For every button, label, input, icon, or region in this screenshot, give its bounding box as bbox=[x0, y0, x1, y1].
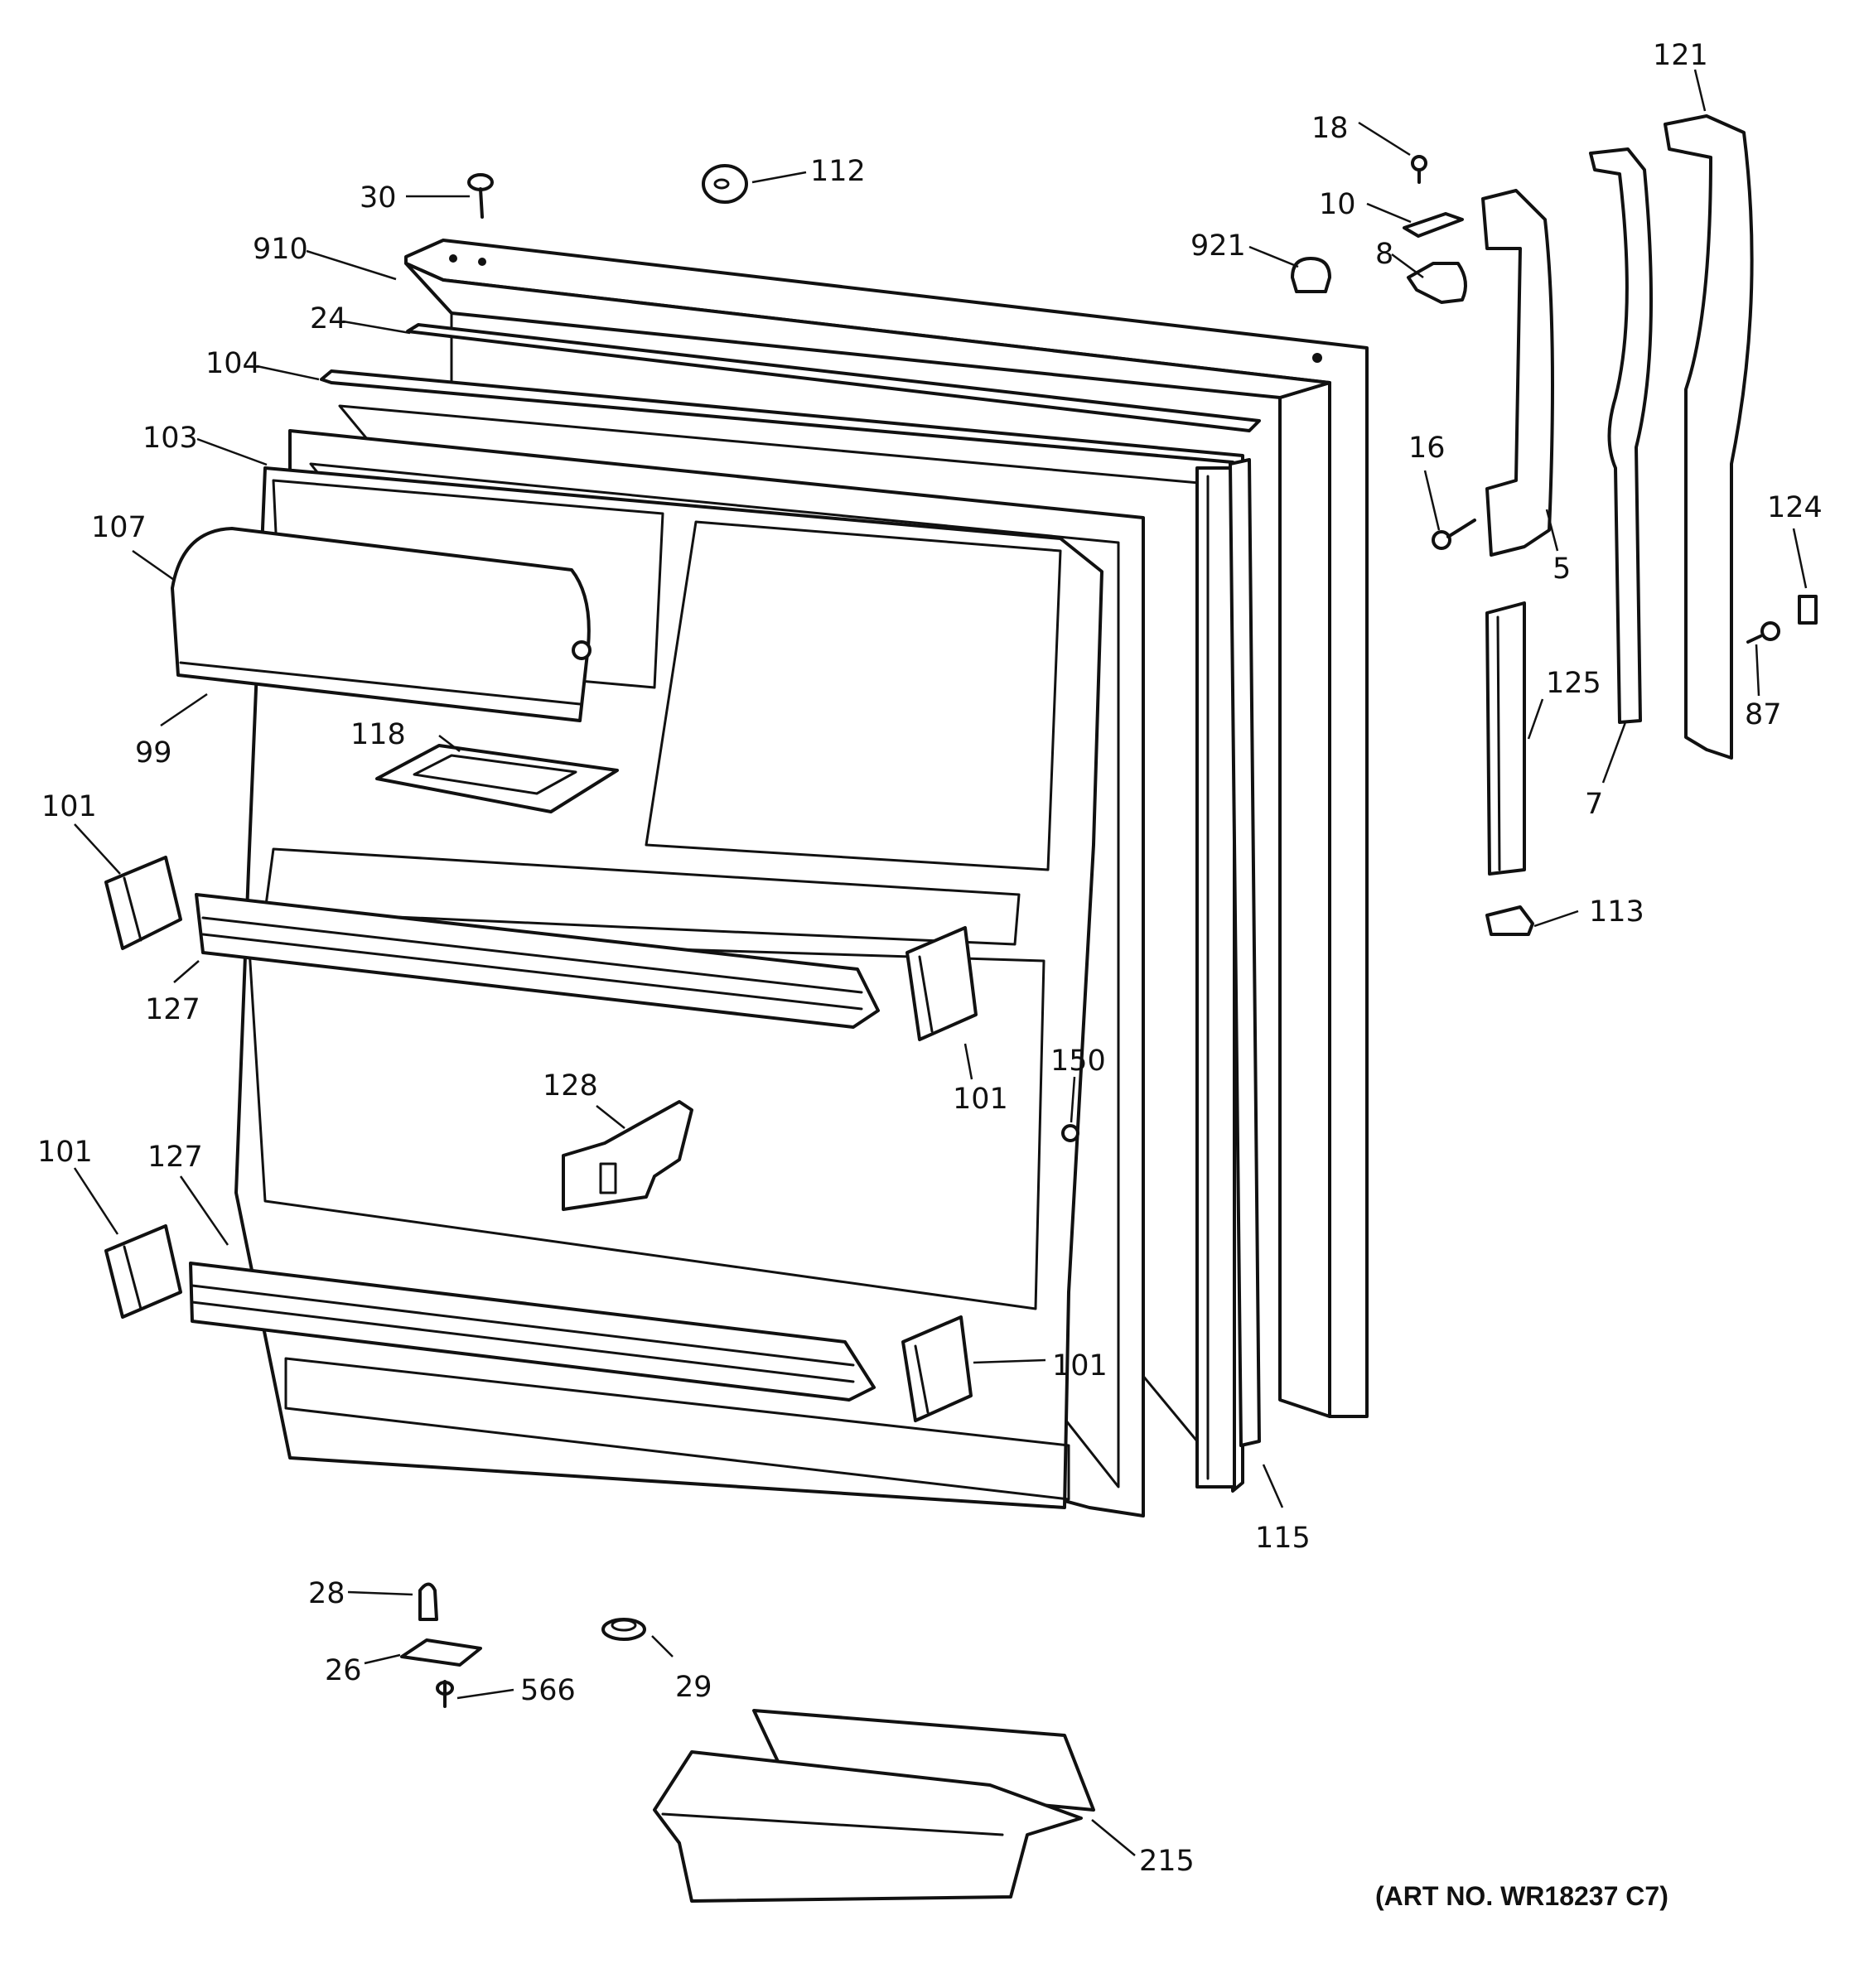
label-150: 150 bbox=[1050, 1045, 1106, 1078]
door-gasket-104 bbox=[320, 369, 1244, 1493]
callout-labels: 121 18 30 112 10 910 921 8 24 104 103 16… bbox=[37, 39, 1823, 1878]
clip-124 bbox=[1798, 595, 1818, 625]
leader-lines bbox=[73, 69, 1808, 1856]
label-104: 104 bbox=[205, 347, 261, 380]
label-26: 26 bbox=[325, 1654, 362, 1687]
label-127-b: 127 bbox=[147, 1141, 203, 1174]
screw-87 bbox=[1746, 621, 1780, 644]
plug-112 bbox=[702, 164, 748, 204]
label-566: 566 bbox=[520, 1674, 576, 1707]
bracket-125 bbox=[1485, 601, 1526, 876]
label-127-a: 127 bbox=[145, 993, 200, 1026]
shelf-bar-127-upper bbox=[195, 893, 880, 1029]
art-number: (ART NO. WR18237 C7) bbox=[1375, 1881, 1668, 1911]
label-101-a: 101 bbox=[41, 790, 97, 823]
grommet-29 bbox=[601, 1618, 646, 1641]
label-24: 24 bbox=[310, 302, 347, 335]
handle-5 bbox=[1481, 189, 1554, 557]
label-16: 16 bbox=[1408, 432, 1446, 465]
label-124: 124 bbox=[1767, 491, 1823, 524]
label-28: 28 bbox=[308, 1577, 345, 1610]
label-121: 121 bbox=[1653, 39, 1708, 72]
label-101-d: 101 bbox=[1052, 1349, 1108, 1382]
screw-18 bbox=[1411, 155, 1427, 184]
screw-150 bbox=[1061, 1124, 1079, 1142]
label-8: 8 bbox=[1375, 238, 1393, 271]
label-18: 18 bbox=[1311, 112, 1349, 145]
hinge-cover-8 bbox=[1407, 262, 1467, 304]
spacer-113 bbox=[1485, 905, 1534, 936]
label-125: 125 bbox=[1546, 667, 1601, 700]
label-30: 30 bbox=[360, 181, 397, 215]
shelf-end-cap-101-b bbox=[905, 926, 978, 1041]
pin-28 bbox=[418, 1582, 438, 1621]
plate-26 bbox=[400, 1638, 482, 1667]
bracket-128 bbox=[562, 1100, 693, 1211]
door-strip-24 bbox=[406, 323, 1261, 432]
label-128: 128 bbox=[543, 1069, 598, 1103]
label-103: 103 bbox=[142, 422, 198, 455]
label-101-c: 101 bbox=[37, 1136, 93, 1169]
hinge-bar-7 bbox=[1589, 147, 1653, 724]
gasket-strip-115 bbox=[1229, 458, 1261, 1447]
screw-566 bbox=[436, 1680, 454, 1708]
butter-compartment-107 bbox=[171, 527, 592, 722]
shelf-end-cap-101-a bbox=[104, 856, 182, 950]
label-10: 10 bbox=[1319, 188, 1356, 221]
egg-tray-118 bbox=[375, 744, 619, 813]
label-112: 112 bbox=[810, 155, 866, 188]
label-101-b: 101 bbox=[953, 1083, 1008, 1116]
screw-16 bbox=[1432, 519, 1476, 550]
label-107: 107 bbox=[91, 511, 147, 544]
label-5: 5 bbox=[1553, 552, 1571, 586]
hinge-bar-121 bbox=[1664, 114, 1754, 760]
plug-921 bbox=[1291, 257, 1331, 293]
label-113: 113 bbox=[1589, 895, 1644, 929]
cam-10 bbox=[1403, 212, 1464, 238]
label-99: 99 bbox=[135, 736, 172, 770]
label-7: 7 bbox=[1585, 788, 1603, 821]
door-bin-215 bbox=[653, 1709, 1095, 1903]
label-87: 87 bbox=[1745, 698, 1782, 731]
label-29: 29 bbox=[675, 1671, 712, 1704]
shelf-end-cap-101-d bbox=[901, 1315, 973, 1422]
label-118: 118 bbox=[350, 718, 406, 751]
label-921: 921 bbox=[1190, 229, 1246, 263]
label-115: 115 bbox=[1255, 1522, 1311, 1555]
outer-door-910 bbox=[404, 239, 1369, 1418]
shelf-end-cap-101-c bbox=[104, 1224, 182, 1319]
screw-30 bbox=[467, 173, 494, 219]
label-215: 215 bbox=[1139, 1845, 1195, 1878]
label-910: 910 bbox=[253, 233, 308, 266]
shelf-bar-127-lower bbox=[189, 1262, 876, 1402]
